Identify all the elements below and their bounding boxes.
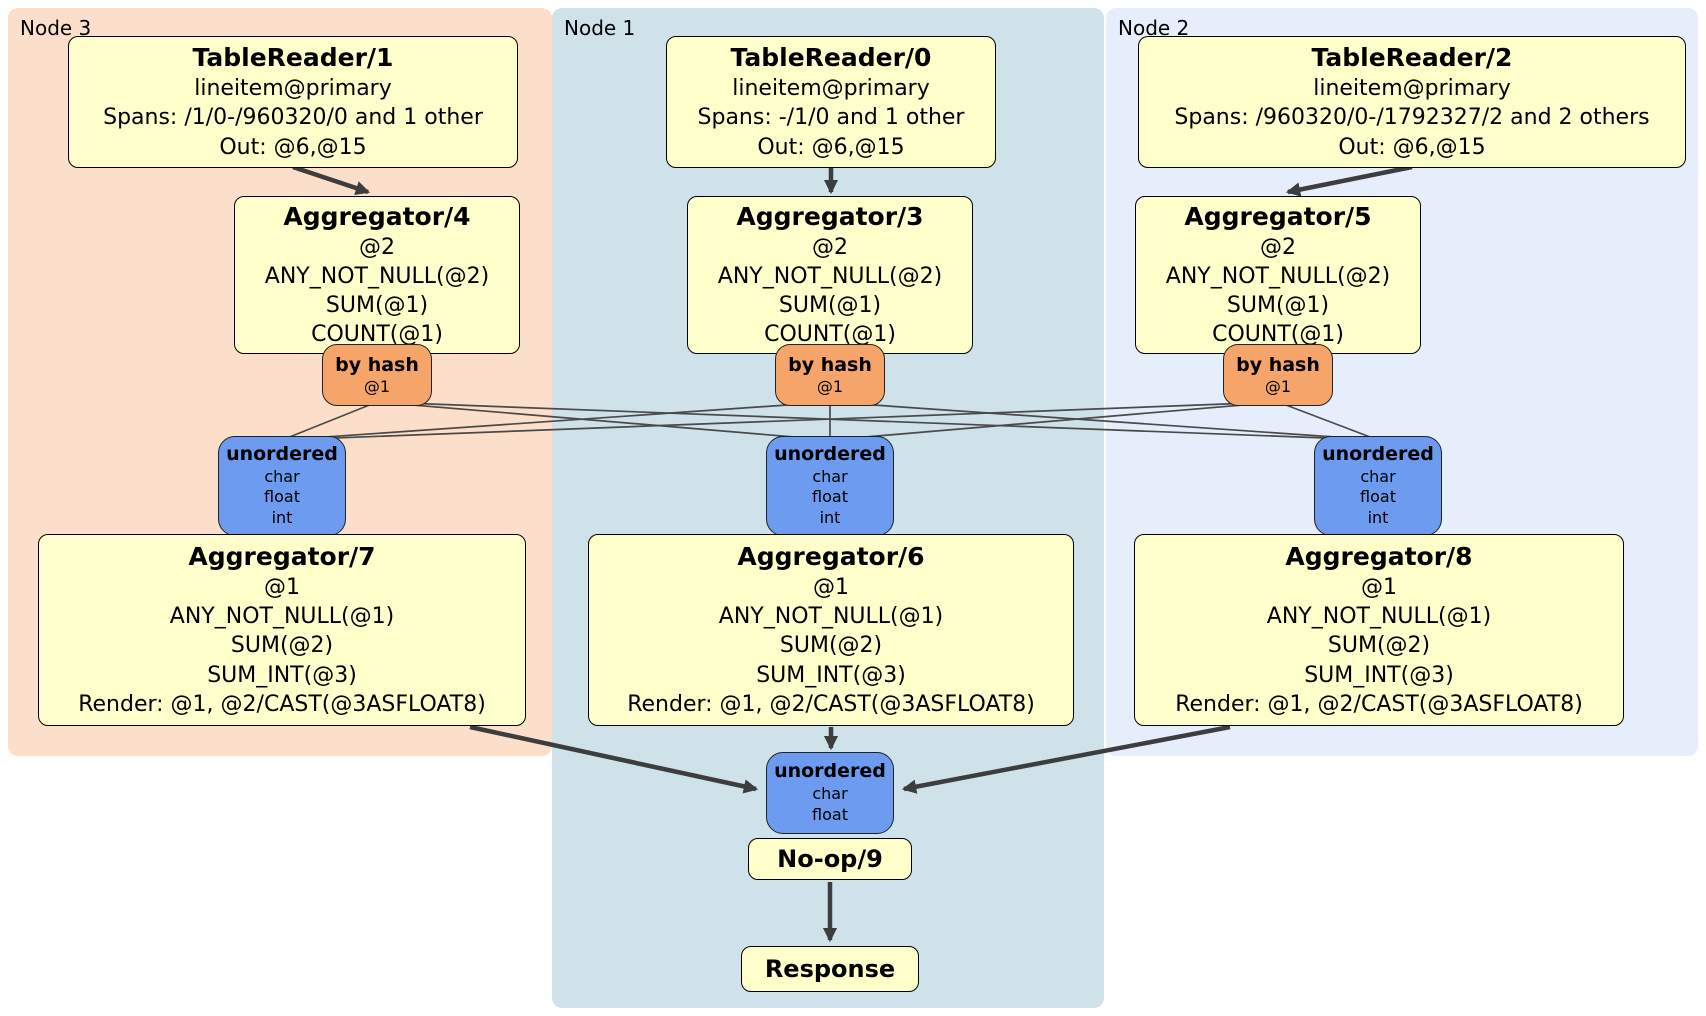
processor-title: Aggregator/5 [1184, 201, 1372, 231]
processor-detail: SUM(@1) [1226, 293, 1330, 318]
processor-title: TableReader/1 [192, 43, 394, 73]
sync-detail: float [1360, 487, 1396, 507]
processor-detail: SUM(@2) [779, 633, 883, 659]
sync-unordered-final: unordered char float [766, 752, 894, 834]
processor-tablereader-2: TableReader/2 lineitem@primary Spans: /9… [1138, 36, 1686, 168]
processor-detail: ANY_NOT_NULL(@1) [1266, 604, 1492, 630]
processor-detail: lineitem@primary [1313, 76, 1511, 102]
processor-detail: lineitem@primary [194, 76, 392, 102]
processor-detail: Spans: -/1/0 and 1 other [697, 105, 965, 131]
processor-title: No-op/9 [777, 844, 883, 873]
processor-detail: ANY_NOT_NULL(@2) [1165, 263, 1391, 289]
router-detail: @1 [1264, 376, 1292, 396]
processor-detail: Spans: /1/0-/960320/0 and 1 other [103, 105, 483, 131]
processor-detail: @2 [1260, 234, 1296, 260]
processor-detail: SUM(@1) [778, 293, 882, 318]
sync-unordered-node2: unordered char float int [1314, 436, 1442, 536]
processor-detail: ANY_NOT_NULL(@1) [718, 604, 944, 630]
processor-detail: @1 [813, 575, 849, 601]
router-by-hash-node2: by hash @1 [1223, 344, 1333, 406]
processor-detail: COUNT(@1) [764, 322, 896, 348]
processor-title: Aggregator/7 [188, 542, 376, 572]
router-detail: @1 [816, 376, 844, 396]
sync-detail: int [271, 508, 293, 528]
processor-detail: COUNT(@1) [1212, 322, 1344, 348]
processor-detail: @1 [1361, 575, 1397, 601]
sync-detail: float [812, 487, 848, 507]
router-detail: @1 [363, 376, 391, 396]
processor-title: Aggregator/6 [737, 542, 925, 572]
router-title: by hash [335, 354, 419, 376]
processor-title: Aggregator/8 [1285, 542, 1473, 572]
processor-detail: @2 [359, 234, 395, 260]
sync-detail: char [264, 466, 300, 486]
processor-title: TableReader/0 [730, 43, 932, 73]
sync-detail: char [1360, 466, 1396, 486]
processor-detail: SUM(@2) [1327, 633, 1431, 659]
processor-detail: SUM_INT(@3) [756, 662, 906, 688]
processor-detail: SUM(@2) [230, 633, 334, 659]
router-by-hash-node1: by hash @1 [775, 344, 885, 406]
sync-detail: float [812, 804, 848, 824]
sync-detail: int [1367, 508, 1389, 528]
sync-detail: char [812, 784, 848, 804]
processor-detail: @2 [812, 234, 848, 260]
processor-aggregator-4: Aggregator/4 @2 ANY_NOT_NULL(@2) SUM(@1)… [234, 196, 520, 354]
processor-title: Aggregator/4 [283, 201, 471, 231]
processor-detail: @1 [264, 575, 300, 601]
processor-detail: Render: @1, @2/CAST(@3ASFLOAT8) [1175, 691, 1583, 717]
sync-detail: float [264, 487, 300, 507]
sync-unordered-node1: unordered char float int [766, 436, 894, 536]
sync-detail: int [819, 508, 841, 528]
processor-detail: Spans: /960320/0-/1792327/2 and 2 others [1174, 105, 1650, 131]
sync-title: unordered [1322, 442, 1434, 465]
sync-title: unordered [774, 760, 886, 783]
processor-detail: COUNT(@1) [311, 322, 443, 348]
processor-detail: lineitem@primary [732, 76, 930, 102]
processor-detail: Out: @6,@15 [219, 134, 367, 160]
processor-aggregator-6: Aggregator/6 @1 ANY_NOT_NULL(@1) SUM(@2)… [588, 534, 1074, 726]
processor-title: Aggregator/3 [736, 201, 924, 231]
processor-tablereader-1: TableReader/1 lineitem@primary Spans: /1… [68, 36, 518, 168]
router-title: by hash [788, 354, 872, 376]
sync-detail: char [812, 466, 848, 486]
processor-title: TableReader/2 [1311, 43, 1513, 73]
processor-tablereader-0: TableReader/0 lineitem@primary Spans: -/… [666, 36, 996, 168]
processor-aggregator-3: Aggregator/3 @2 ANY_NOT_NULL(@2) SUM(@1)… [687, 196, 973, 354]
node-1-label: Node 1 [564, 16, 636, 40]
processor-noop-9: No-op/9 [748, 838, 912, 880]
processor-detail: ANY_NOT_NULL(@2) [717, 263, 943, 289]
processor-detail: SUM_INT(@3) [1304, 662, 1454, 688]
processor-detail: Out: @6,@15 [757, 134, 905, 160]
processor-detail: Render: @1, @2/CAST(@3ASFLOAT8) [78, 691, 486, 717]
processor-detail: SUM_INT(@3) [207, 662, 357, 688]
sync-unordered-node3: unordered char float int [218, 436, 346, 536]
processor-title: Response [764, 954, 896, 983]
router-title: by hash [1236, 354, 1320, 376]
processor-response: Response [741, 946, 919, 992]
processor-detail: Render: @1, @2/CAST(@3ASFLOAT8) [627, 691, 1035, 717]
processor-aggregator-8: Aggregator/8 @1 ANY_NOT_NULL(@1) SUM(@2)… [1134, 534, 1624, 726]
processor-aggregator-5: Aggregator/5 @2 ANY_NOT_NULL(@2) SUM(@1)… [1135, 196, 1421, 354]
sync-title: unordered [774, 442, 886, 465]
sync-title: unordered [226, 442, 338, 465]
router-by-hash-node3: by hash @1 [322, 344, 432, 406]
processor-detail: ANY_NOT_NULL(@1) [169, 604, 395, 630]
processor-detail: Out: @6,@15 [1338, 134, 1486, 160]
processor-detail: SUM(@1) [325, 293, 429, 318]
processor-detail: ANY_NOT_NULL(@2) [264, 263, 490, 289]
processor-aggregator-7: Aggregator/7 @1 ANY_NOT_NULL(@1) SUM(@2)… [38, 534, 526, 726]
